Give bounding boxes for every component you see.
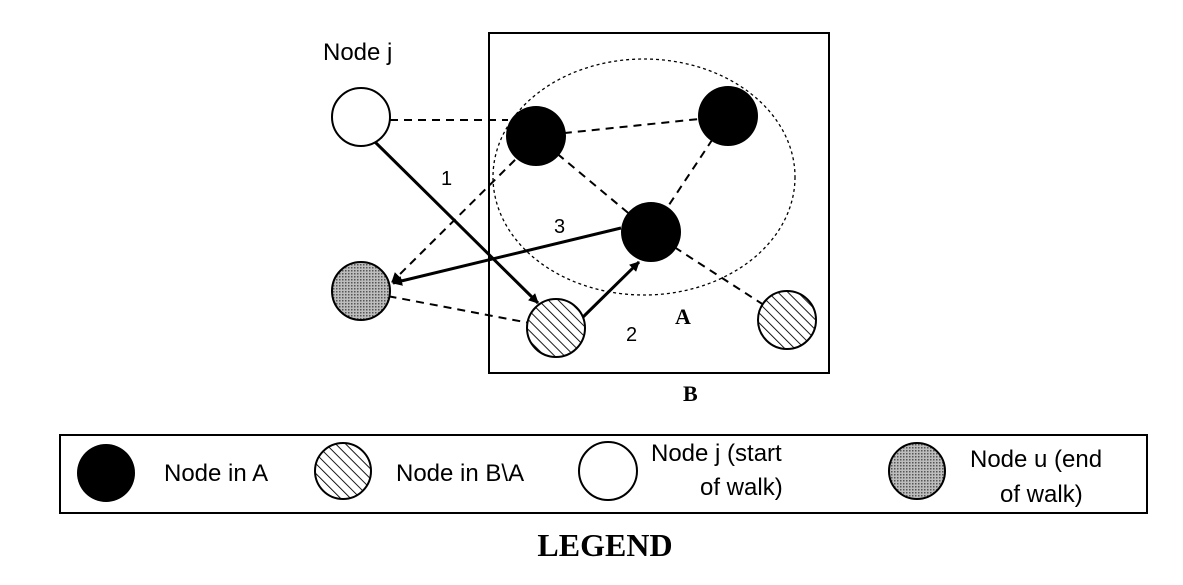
node-in-a: [698, 86, 758, 146]
legend-node-in-b-minus-a-icon: [314, 442, 372, 500]
legend-title: LEGEND: [537, 527, 672, 563]
step-3-label: 3: [554, 216, 565, 238]
legend-node-j-icon: [578, 441, 638, 501]
walk-step-2-arrow: [578, 260, 641, 322]
legend-node-in-b-minus-a-label: Node in B\A: [396, 460, 524, 487]
legend-node-u-label-line2: of walk): [1000, 481, 1083, 508]
region-a-ellipse: [492, 58, 796, 296]
legend-node-in-a-icon: [77, 444, 135, 502]
legend-node-j-label-line2: of walk): [700, 474, 783, 501]
legend-box: [59, 434, 1148, 514]
legend-node-u-label-line1: Node u (end: [970, 446, 1102, 473]
legend-node-in-a-label: Node in A: [164, 460, 268, 487]
step-1-label: 1: [441, 168, 452, 190]
region-a-label: A: [675, 304, 691, 329]
node-in-a: [506, 106, 566, 166]
node-j-label: Node j: [323, 39, 392, 66]
node-in-a: [621, 202, 681, 262]
region-b-box: [488, 32, 830, 374]
walk-step-1-arrow: [371, 138, 540, 305]
node-in-b-minus-a: [757, 290, 817, 350]
region-b-label: B: [683, 381, 698, 406]
walk-arrows: [371, 138, 641, 322]
node-u: [331, 261, 391, 321]
legend: Node in A Node in B\A Node j (start of w…: [59, 434, 1148, 514]
graph-edges: [360, 115, 788, 329]
walk-dashed-arrow: [391, 149, 526, 283]
step-2-label: 2: [626, 324, 637, 346]
legend-node-j-label-line1: Node j (start: [651, 440, 782, 467]
node-in-b-minus-a: [526, 298, 586, 358]
node-j: [331, 87, 391, 147]
walk-step-3-arrow: [392, 226, 622, 286]
legend-node-u-icon: [888, 442, 946, 500]
